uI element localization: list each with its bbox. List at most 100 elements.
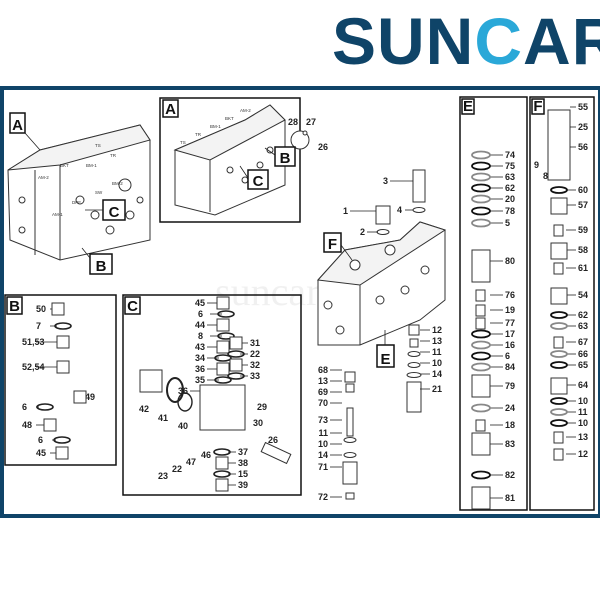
valve-part (56, 335, 70, 349)
part-number-label: 40 (178, 421, 188, 431)
part-number-label: 32 (250, 360, 260, 370)
o-ring-part (214, 376, 232, 384)
o-ring-part (471, 351, 491, 361)
panel-e-label-box (461, 98, 475, 115)
part-number-label: 48 (22, 420, 32, 430)
o-ring-part (471, 470, 491, 480)
cartridge-part (550, 287, 568, 305)
part-number-label: 19 (505, 305, 515, 315)
assembly-valve-drawing (316, 169, 447, 500)
valve-part (55, 446, 69, 460)
part-number-label: 49 (85, 392, 95, 402)
part-number-label: 10 (578, 396, 588, 406)
port-label: BKT (60, 163, 69, 168)
o-ring-part (54, 322, 72, 330)
part-number-label: 13 (432, 336, 442, 346)
part-number-label: 42 (139, 404, 149, 414)
leader-line (24, 132, 41, 151)
part-number-label: 17 (505, 329, 515, 339)
part-number-label: 55 (578, 102, 588, 112)
valve-part (215, 456, 229, 470)
part-number-label: 72 (318, 492, 328, 502)
o-ring-part (550, 311, 568, 319)
pin-part (475, 289, 486, 302)
part-number-label: 6 (38, 435, 43, 445)
part-number-label: 24 (505, 403, 515, 413)
part-number-label: 57 (578, 200, 588, 210)
panel-f-label: F (533, 98, 542, 115)
cap-42 (139, 369, 163, 393)
port-label: BM-2 (112, 181, 123, 186)
pin-part (553, 336, 564, 349)
part-number-label: 35 (195, 375, 205, 385)
part-number-label: 25 (578, 122, 588, 132)
part-number-label: 9 (534, 160, 539, 170)
leader-line (340, 244, 353, 261)
port-label: AM-2 (38, 175, 49, 180)
panel-a-callout-c: C (253, 173, 264, 190)
o-ring-part (213, 470, 231, 478)
part-number-label: 70 (318, 398, 328, 408)
spring-41 (166, 377, 184, 403)
part-number-label: 39 (238, 480, 248, 490)
o-ring-part (214, 354, 232, 362)
bolt-26 (260, 441, 292, 465)
part-number-label: 3 (383, 176, 388, 186)
o-ring-part (471, 329, 491, 339)
part-number-label: 30 (253, 418, 263, 428)
part-number-label: 26 (318, 142, 328, 152)
leader-line (81, 247, 91, 259)
logo-text-left: SUN (332, 4, 475, 78)
cartridge-part (550, 197, 568, 215)
part-number-label: 23 (158, 471, 168, 481)
cartridge-part (471, 249, 491, 283)
logo-text-right: AR (523, 4, 600, 78)
part-number-label: 47 (186, 457, 196, 467)
valve-part (73, 390, 87, 404)
part-number-label: 18 (505, 420, 515, 430)
part-number-label: 22 (250, 349, 260, 359)
valve-part (56, 360, 70, 374)
panel-e-box (459, 96, 528, 511)
valve-part (216, 340, 230, 354)
part-number-label: 63 (505, 172, 515, 182)
o-ring-part (471, 183, 491, 193)
o-ring-part (471, 161, 491, 171)
main-label-a-box (9, 112, 26, 134)
part-number-label: 76 (505, 290, 515, 300)
o-ring-part (550, 350, 568, 358)
part-number-label: 8 (543, 171, 548, 181)
part-number-label: 84 (505, 362, 515, 372)
part-number-label: 43 (195, 342, 205, 352)
o-ring-part (213, 448, 231, 456)
part-number-label: 61 (578, 263, 588, 273)
watermark: suncar (215, 269, 320, 314)
part-number-label: 80 (505, 256, 515, 266)
o-ring-part (471, 150, 491, 160)
o-ring-part (550, 408, 568, 416)
port-label: AM-2 (240, 108, 251, 113)
assembly-label-f: F (328, 236, 337, 253)
o-ring-part (550, 397, 568, 405)
part-number-label: 44 (195, 320, 205, 330)
pin-part (553, 431, 564, 444)
o-ring-part (550, 322, 568, 330)
panel-a-callout-b-box (274, 146, 296, 167)
main-valve-drawing (7, 124, 151, 261)
o-ring-part (227, 350, 245, 358)
part-number-label: 64 (578, 380, 588, 390)
part-number-label: 14 (318, 450, 328, 460)
part-number-label: 7 (36, 321, 41, 331)
port-label: BKT (225, 116, 234, 121)
suncar-logo: SUNCAR (332, 8, 600, 74)
port-label: DPF (72, 200, 81, 205)
part-number-label: 36 (195, 364, 205, 374)
valve-part (216, 296, 230, 310)
o-ring-part (471, 362, 491, 372)
valve-part (215, 478, 229, 492)
panel-f-label-box (531, 98, 545, 115)
port-label: BM-1 (86, 163, 97, 168)
part-number-label: 12 (432, 325, 442, 335)
panel-e-label: E (463, 98, 473, 115)
main-callout-c: C (109, 204, 120, 221)
